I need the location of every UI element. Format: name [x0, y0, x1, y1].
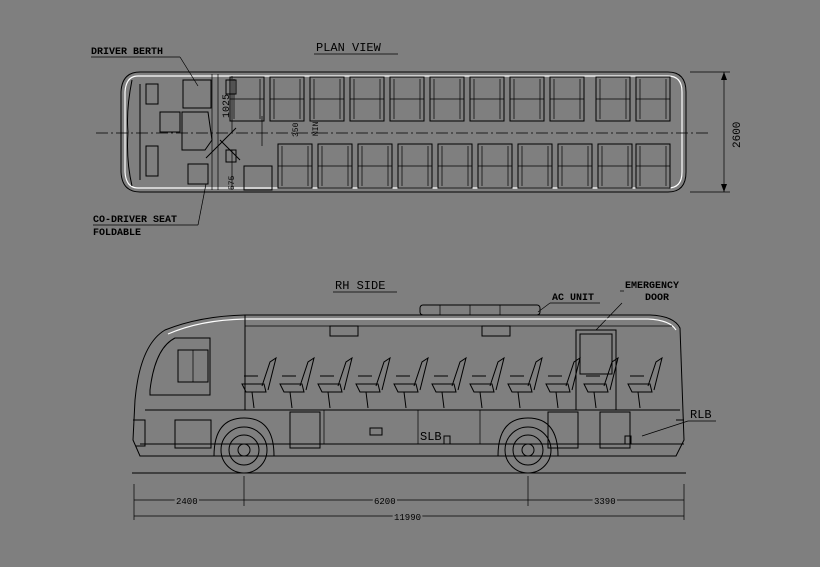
- seat-pair: [557, 143, 593, 189]
- driver-berth: [182, 79, 212, 109]
- emergency-door: [575, 329, 617, 411]
- side-seat: [545, 356, 581, 409]
- seat-pair: [229, 76, 265, 122]
- dimension-overall-length: 11990: [394, 513, 421, 523]
- seat-pair: [429, 76, 465, 122]
- dimension-wheelbase: 6200: [374, 497, 396, 507]
- side-seat: [241, 356, 277, 409]
- dimension-width-value: 2600: [732, 122, 744, 148]
- side-view-title: RH SIDE: [335, 279, 385, 293]
- dimension-rear-overhang: 3390: [594, 497, 616, 507]
- ac-unit: AC UNIT: [419, 293, 600, 316]
- side-view: RH SIDE AC UNIT EMERGENCY DOOR: [132, 279, 716, 525]
- dimension-berth: 1025 350 MIN 575: [222, 76, 321, 190]
- dimension-aisle-value: 350: [292, 122, 301, 137]
- dimension-width: 2600: [690, 71, 744, 193]
- seat-pair: [549, 76, 585, 122]
- plan-bus-outline: [120, 71, 687, 193]
- door-label: DOOR: [645, 293, 669, 304]
- seat-pair: [349, 76, 385, 122]
- side-seat: [507, 356, 543, 409]
- side-bus-body: SLB: [132, 314, 685, 457]
- dimension-front-overhang: 2400: [176, 497, 198, 507]
- front-wheel: [220, 426, 268, 474]
- seat-pair: [397, 143, 433, 189]
- seat-pair: [277, 143, 313, 189]
- seat-pair: [437, 143, 473, 189]
- seat-pair: [317, 143, 353, 189]
- side-seat: [355, 356, 391, 409]
- plan-view: PLAN VIEW: [91, 41, 744, 239]
- ac-unit-label: AC UNIT: [552, 293, 594, 304]
- callout-driver-berth: DRIVER BERTH: [91, 47, 199, 87]
- seat-pair: [469, 76, 505, 122]
- side-seat: [317, 356, 353, 409]
- seat-pair: [597, 143, 633, 189]
- seat-pair: [595, 76, 631, 122]
- side-seat: [393, 356, 429, 409]
- seat-pair: [389, 76, 425, 122]
- callout-co-driver-seat: CO-DRIVER SEAT FOLDABLE: [93, 183, 207, 239]
- seat-pair: [509, 76, 545, 122]
- co-driver-seat-label: CO-DRIVER SEAT: [93, 215, 177, 226]
- rear-wheel: [504, 426, 552, 474]
- callout-rlb: RLB: [641, 408, 716, 437]
- rlb-label: RLB: [690, 408, 712, 422]
- seat-pair: [477, 143, 513, 189]
- seat-pair: [635, 76, 671, 122]
- side-seat-group: [241, 356, 663, 409]
- co-driver-seat: [187, 163, 209, 185]
- dimension-berth-value: 1025: [222, 94, 233, 118]
- slb-label: SLB: [420, 430, 442, 444]
- side-dimensions: 2400 6200 3390 11990: [133, 476, 685, 525]
- seat-pair: [635, 143, 671, 189]
- side-seat: [583, 356, 619, 409]
- side-seat: [279, 356, 315, 409]
- emergency-label: EMERGENCY: [625, 281, 679, 292]
- step-well: [243, 165, 273, 191]
- dimension-step-value: 575: [228, 175, 237, 190]
- driver-berth-label: DRIVER BERTH: [91, 47, 163, 58]
- plan-view-title: PLAN VIEW: [316, 41, 382, 55]
- driver-seat: [159, 111, 181, 133]
- side-seat: [431, 356, 467, 409]
- seat-pair: [357, 143, 393, 189]
- plan-seat-group: [229, 76, 671, 191]
- seat-pair: [269, 76, 305, 122]
- seat-pair: [517, 143, 553, 189]
- seat-pair: [309, 76, 345, 122]
- side-seat: [469, 356, 505, 409]
- side-seat: [627, 356, 663, 409]
- callout-emergency-door: EMERGENCY DOOR: [595, 281, 679, 331]
- foldable-label: FOLDABLE: [93, 228, 141, 239]
- dimension-aisle-note: MIN: [312, 121, 321, 136]
